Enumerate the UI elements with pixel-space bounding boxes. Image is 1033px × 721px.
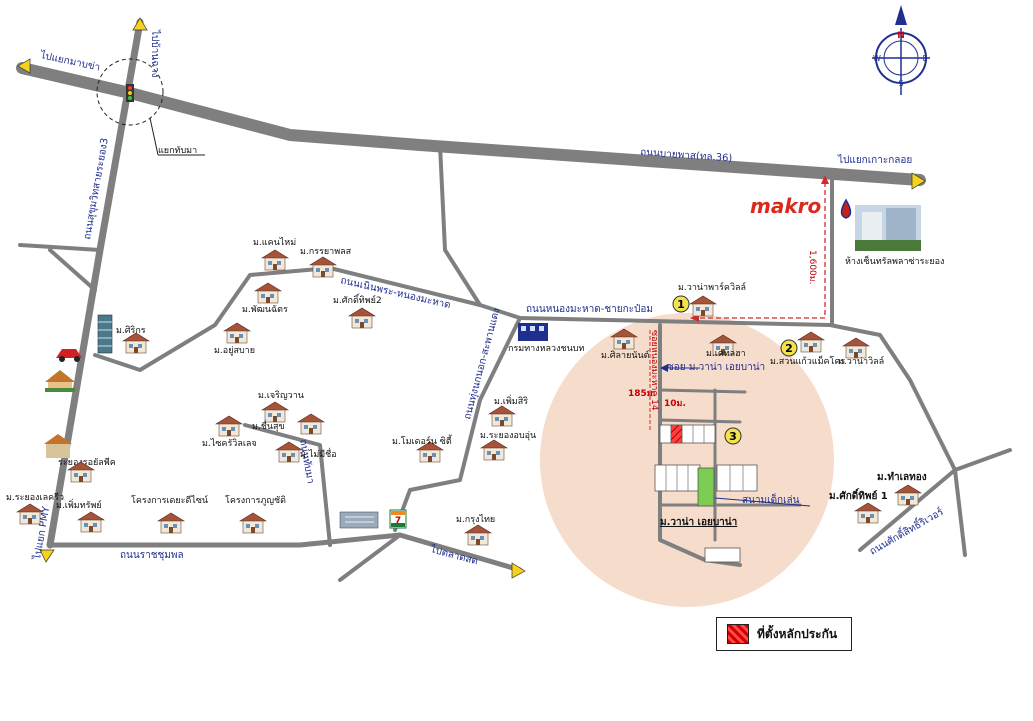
temple-icon bbox=[45, 370, 75, 392]
map-legend: ที่ตั้งหลักประกัน bbox=[716, 617, 852, 651]
north-connector bbox=[438, 143, 482, 307]
svg-text:7: 7 bbox=[395, 516, 401, 526]
collateral-plot bbox=[670, 424, 683, 444]
central-mall-building bbox=[855, 205, 921, 251]
svg-text:E: E bbox=[922, 54, 927, 63]
arrow-west-icon bbox=[17, 58, 31, 74]
to-market-label: ไปตลาดสด bbox=[428, 543, 479, 567]
arrow-southeast-icon bbox=[511, 562, 526, 579]
seven-eleven-icon: 7 bbox=[389, 509, 407, 529]
nong-mahad-label: ถนนหนองมะหาด-ชายกะป๋อม bbox=[526, 303, 653, 315]
road-network bbox=[16, 18, 1012, 582]
village-label: ม.อยู่สบาย bbox=[214, 346, 255, 356]
tap-ma-road bbox=[243, 423, 332, 547]
village-label: ม.ศักดิ์ทิพย์ 1 bbox=[829, 488, 888, 502]
tap-ma-label: ถนนทับมา bbox=[297, 439, 316, 485]
village-label: ม.เจริญวาน bbox=[258, 390, 304, 401]
marker-3: 3 bbox=[724, 427, 742, 445]
route-arrow-icon bbox=[821, 175, 829, 184]
distance-1600-label: 1,600ม. bbox=[807, 250, 817, 285]
marker-1: 1 bbox=[672, 295, 690, 313]
soi-label: ซอยหนองมะหาด 14 bbox=[649, 330, 659, 411]
project-label: ม.วาน่า เอยบาน่า bbox=[660, 516, 737, 528]
village-label: ม.ระยองเลครีว bbox=[6, 492, 64, 503]
west-branch bbox=[18, 243, 102, 252]
ratchasumpon-road bbox=[47, 532, 523, 573]
compass-icon: N S E W bbox=[872, 5, 930, 95]
village-label: ม.เพิ่มสิริ bbox=[494, 394, 528, 407]
rayong-sc-label: ระยองรอยัลพีค bbox=[58, 457, 116, 468]
srikorn-label: ม.ศิริกร bbox=[116, 325, 146, 336]
svg-text:N: N bbox=[897, 31, 905, 41]
village-label: ม.เดทลฮา bbox=[706, 349, 746, 359]
village-label: ม.ศิลายนันต์ bbox=[601, 349, 650, 361]
east-branch bbox=[953, 448, 1012, 472]
condo-building-icon bbox=[97, 314, 113, 354]
legend-label: ที่ตั้งหลักประกัน bbox=[757, 626, 838, 641]
marker-2: 2 bbox=[780, 339, 798, 357]
village-label: โครงการเดยะดีไซน์ bbox=[131, 494, 208, 506]
factory-icon bbox=[339, 511, 379, 529]
village-label: ม.ศักดิ์ทิพย์2 bbox=[333, 293, 382, 306]
village-label: โครงการภูญชัดิ bbox=[225, 495, 286, 506]
car-dealer-icon bbox=[56, 349, 82, 362]
park-label: สนามเด็กเล่น bbox=[742, 492, 800, 506]
village-label: ม.เพิ่มทรัพย์ bbox=[56, 498, 102, 511]
distance-185-label: 185ม. bbox=[628, 389, 656, 399]
school-icon bbox=[44, 434, 72, 458]
collateral-swatch bbox=[727, 624, 749, 644]
distance-10-label: 10ม. bbox=[664, 399, 686, 409]
bypass-road bbox=[16, 62, 926, 186]
village-label: ม.โมเดอร์น ซิตี้ bbox=[392, 434, 453, 447]
central-label: ห้างเซ็นทรัลพลาซ่าระยอง bbox=[845, 254, 944, 267]
svg-text:1: 1 bbox=[677, 298, 685, 311]
makro-logo: makro bbox=[750, 194, 822, 218]
wana-street-2 bbox=[658, 418, 742, 424]
junction-circle bbox=[96, 58, 164, 126]
sak-sin-road bbox=[858, 468, 957, 552]
village-label: ม.สวนแก้วแม็คโคร bbox=[770, 354, 845, 367]
yaek-thapma-label: แยกทับมา bbox=[158, 146, 197, 156]
village-label: ม.กรรยาพลส bbox=[300, 247, 352, 257]
village-label: ม.ไม่มีชื่อ bbox=[300, 447, 337, 460]
arrow-south-icon bbox=[39, 549, 55, 563]
village-label: ม.พัฒนฉัตร bbox=[242, 305, 288, 315]
svg-text:2: 2 bbox=[785, 342, 793, 355]
road-arrows bbox=[17, 17, 926, 579]
village-label: ม.ชื่นสุข bbox=[252, 419, 285, 432]
village-label: ม.วาน่าพาร์ควิลล์ bbox=[678, 281, 746, 293]
nong-nok-road bbox=[393, 316, 522, 532]
nong-mahad-road bbox=[93, 266, 967, 557]
fuel-icon bbox=[840, 198, 852, 219]
village-label: ม.วาน่าวิลล์ bbox=[838, 355, 884, 367]
svg-text:S: S bbox=[898, 79, 903, 88]
soi-wana-label: ซอย ม.วาน่า เอยบาน่า bbox=[667, 362, 765, 373]
govt-office-icon bbox=[518, 323, 548, 341]
wana-street-1 bbox=[658, 388, 747, 394]
market-branch bbox=[338, 533, 402, 582]
village-label: ม.แคนไหม่ bbox=[253, 237, 296, 248]
to-ko-klod-label: ไปแยกเกาะกลอย bbox=[837, 154, 912, 166]
project-plots bbox=[654, 424, 758, 563]
svg-text:3: 3 bbox=[729, 430, 737, 443]
arrow-north-icon bbox=[132, 17, 148, 31]
govt-label: กรมทางหลวงชนบท bbox=[508, 344, 584, 354]
route-dashed-line bbox=[700, 180, 826, 319]
arrow-east-icon bbox=[911, 172, 926, 190]
village-label: ม.ไซครัวิลเลจ bbox=[202, 438, 257, 449]
west-branch-2 bbox=[48, 248, 97, 292]
village-label: ม.กรุงไทย bbox=[456, 514, 495, 525]
project-area-circle bbox=[540, 313, 834, 607]
village-label: ม.ทำเลทอง bbox=[877, 471, 927, 483]
village-label: ม.ระยองอบอุ่น bbox=[480, 431, 536, 441]
ratchasumpon-label: ถนนราชชุมพล bbox=[120, 550, 184, 561]
park-area bbox=[697, 467, 715, 507]
svg-text:W: W bbox=[873, 54, 881, 63]
to-ban-chang-label: ไปบ้านฉาง bbox=[149, 29, 161, 78]
